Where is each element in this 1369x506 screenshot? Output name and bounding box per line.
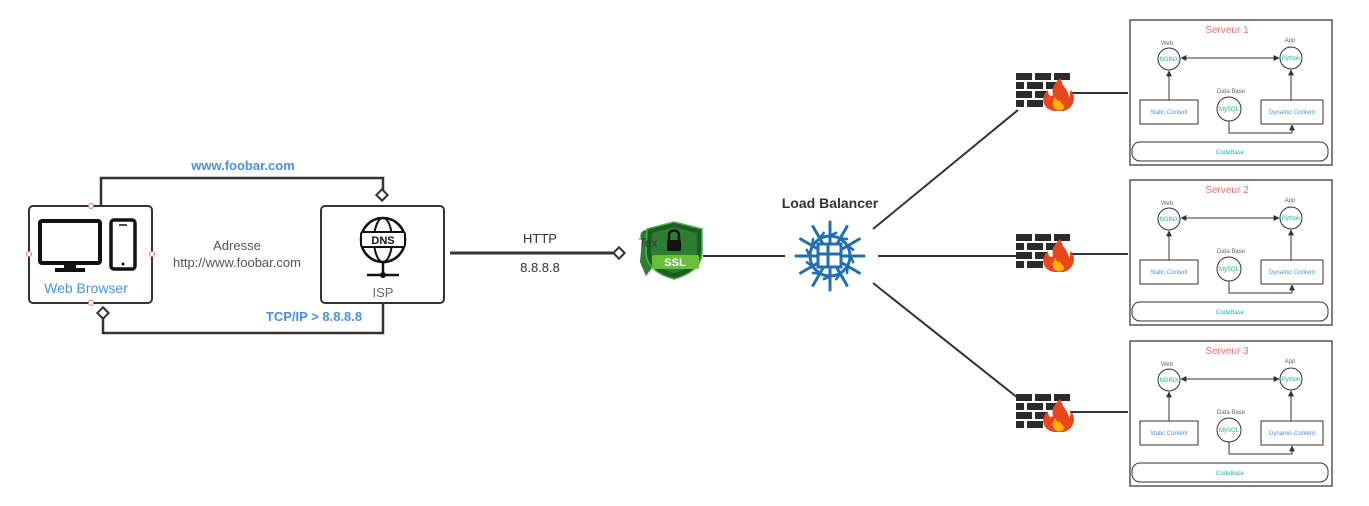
database-label: Data Base [1217,89,1246,95]
mysql-to-dynamic-arrow [1228,442,1295,455]
web-tier-label: Web [1161,41,1174,47]
ssl-badge-text: SSL [664,257,686,269]
web-tier-label: Web [1161,362,1174,368]
connector-lb-to-firewall-3 [872,282,1019,399]
mysql-label: MySQL [1219,267,1240,273]
dynamic-content-label: Dynamic Content [1269,270,1315,276]
nginx-label: NGINX [1159,57,1178,63]
server-frame [1129,19,1333,166]
web-browser-node: Web Browser [26,203,155,306]
ssl-overlay-text: Tex [639,236,658,250]
nginx-node [1157,47,1181,71]
server-title: Serveur 3 [1205,346,1249,357]
connector-browser-to-isp-top [99,176,385,205]
nginx-node [1157,368,1181,392]
firewall-icon [1016,394,1074,432]
mysql-to-dynamic-arrow [1228,121,1295,134]
server-frame [1129,340,1333,487]
connector-endpoint-diamond [374,187,390,203]
load-balancer-icon [794,220,866,292]
app-tier-label: App [1285,38,1296,44]
static-content-box [1139,259,1199,285]
dns-icon-text: DNS [371,235,394,247]
python-label: Python [1282,377,1301,383]
codebase-box [1131,301,1329,322]
tcp-ip-label: TCP/IP > 8.8.8.8 [266,309,362,324]
dynamic-content-label: Dynamic Content [1269,110,1315,116]
python-node [1279,206,1303,230]
database-label: Data Base [1217,249,1246,255]
python-node [1279,46,1303,70]
static-content-label: Static Content [1150,431,1188,437]
mysql-label: MySQL [1219,107,1240,113]
http-label: HTTP [523,231,557,246]
dynamic-content-box [1260,420,1324,446]
ssl-shield-lock-icon: SSL Tex [639,221,703,280]
dynamic-content-label: Dynamic Content [1269,431,1315,437]
nginx-label: NGINX [1159,378,1178,384]
isp-label: ISP [373,285,394,300]
nginx-node [1157,207,1181,231]
dns-globe-icon: DNS [359,216,407,278]
server-title: Serveur 1 [1205,25,1249,36]
dns-domain-label: www.foobar.com [190,158,295,173]
mysql-to-dynamic-arrow [1228,281,1295,294]
codebase-box [1131,141,1329,162]
firewall-icon [1016,73,1074,111]
codebase-label: CodeBase [1216,310,1245,316]
codebase-label: CodeBase [1216,471,1245,477]
static-content-label: Static Content [1150,270,1188,276]
dynamic-content-box [1260,99,1324,125]
static-content-label: Static Content [1150,110,1188,116]
dynamic-content-box [1260,259,1324,285]
web-tier-label: Web [1161,201,1174,207]
python-label: Python [1282,216,1301,222]
database-label: Data Base [1217,410,1246,416]
address-url: http://www.foobar.com [173,255,301,270]
codebase-box [1131,462,1329,483]
http-ip-label: 8.8.8.8 [520,260,560,275]
python-label: Python [1282,56,1301,62]
isp-node: DNS ISP [320,205,445,304]
python-node [1279,367,1303,391]
load-balancer-label: Load Balancer [782,195,879,211]
firewall-icon [1016,234,1074,272]
monitor-icon [38,219,102,272]
address-label: Adresse [213,238,261,253]
app-tier-label: App [1285,359,1296,365]
connector-lb-to-firewall-1 [872,109,1019,230]
server-title: Serveur 2 [1205,185,1249,196]
app-tier-label: App [1285,198,1296,204]
web-browser-label: Web Browser [44,280,128,296]
connector-endpoint-diamond [95,305,111,321]
connector-isp-to-browser-bottom [101,303,385,335]
codebase-label: CodeBase [1216,150,1245,156]
server-frame [1129,179,1333,326]
nginx-label: NGINX [1159,217,1178,223]
connector-endpoint-diamond [611,245,627,261]
static-content-box [1139,99,1199,125]
static-content-box [1139,420,1199,446]
smartphone-icon [109,218,137,271]
mysql-label: MySQL [1219,428,1240,434]
